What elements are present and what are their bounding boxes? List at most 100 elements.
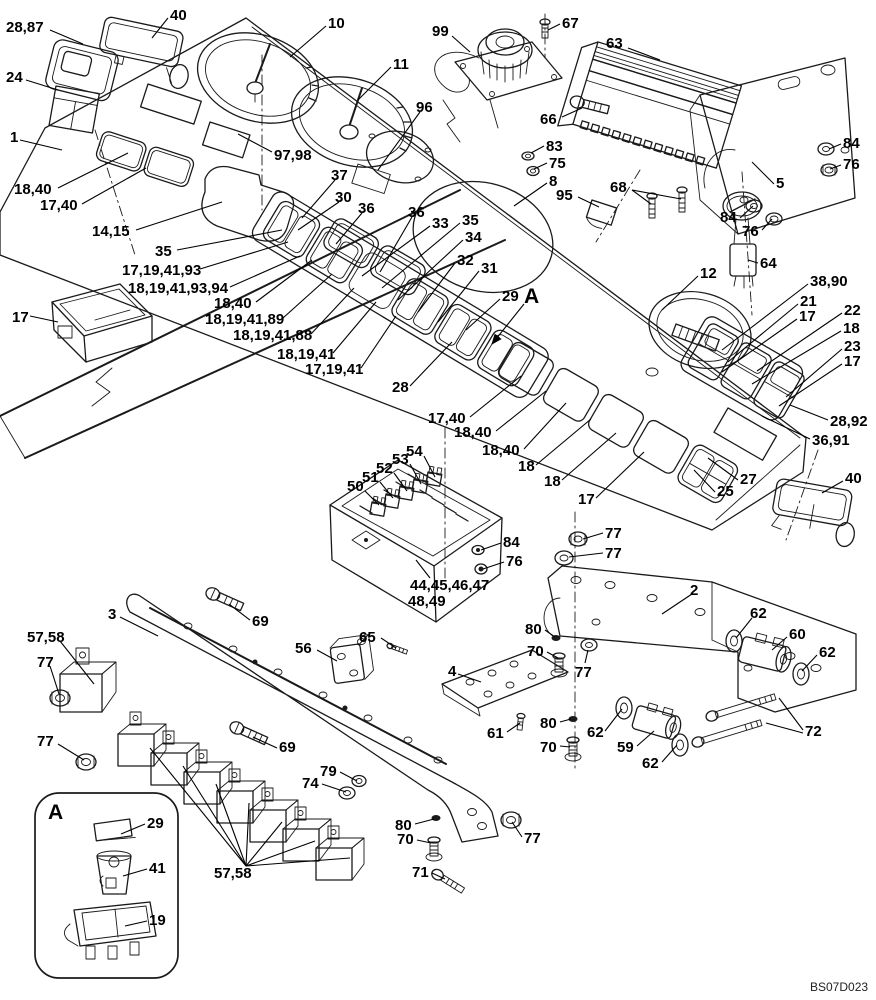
callout-99: 99	[432, 23, 449, 40]
leader-line	[761, 218, 773, 231]
callout-69: 69	[279, 739, 296, 756]
callout-30: 30	[335, 189, 352, 206]
callout-57-58: 57,58	[214, 865, 252, 882]
callout-18-40: 18,40	[454, 424, 492, 441]
leader-line	[661, 275, 699, 311]
leader-line	[29, 315, 59, 323]
inset-a-label: A	[48, 801, 64, 824]
leader-line	[727, 303, 799, 363]
leader-line	[756, 312, 843, 372]
callout-77: 77	[575, 664, 592, 681]
leader-line	[482, 561, 505, 570]
leader-line	[245, 821, 283, 867]
callout-36-91: 36,91	[812, 432, 850, 449]
gauge-11	[290, 76, 414, 168]
leader-line	[535, 418, 592, 466]
leader-line	[765, 722, 804, 734]
callout-38-90: 38,90	[810, 273, 848, 290]
callout-83: 83	[546, 138, 563, 155]
leader-line	[124, 920, 148, 927]
screws-68	[646, 186, 688, 219]
callout-22: 22	[844, 302, 861, 319]
leader-line	[335, 212, 363, 245]
cover-plate-97-98	[201, 121, 251, 159]
callout-69: 69	[252, 613, 269, 630]
inset-cover-29	[93, 818, 136, 842]
leader-line	[245, 802, 250, 867]
leader-line	[559, 718, 572, 723]
leader-line	[821, 480, 844, 494]
leader-line	[595, 451, 645, 499]
leader-line	[546, 651, 559, 659]
callout-17: 17	[844, 353, 861, 370]
nuts-77-bracket2	[554, 531, 598, 652]
leader-line	[119, 616, 159, 637]
callout-51: 51	[362, 469, 379, 486]
callout-37: 37	[331, 167, 348, 184]
mounting-rail-3	[126, 593, 499, 843]
leader-line	[693, 469, 716, 493]
callout-18-19-41-93-94: 18,19,41,93,94	[128, 280, 229, 297]
callout-77: 77	[524, 830, 541, 847]
callout-31: 31	[481, 260, 498, 277]
leader-line	[339, 771, 358, 782]
leader-line	[707, 457, 739, 481]
callout-11: 11	[393, 56, 409, 73]
leader-line	[511, 821, 523, 838]
callout-70: 70	[540, 739, 557, 756]
mount-bracket-5	[689, 57, 856, 235]
callout-68: 68	[610, 179, 627, 196]
plate-4	[441, 649, 569, 717]
leader-line	[57, 743, 85, 761]
leader-line	[297, 201, 340, 231]
callout-12: 12	[700, 265, 717, 282]
leader-line	[423, 455, 436, 478]
callout-64: 64	[760, 255, 777, 272]
leader-line	[289, 25, 327, 58]
pocket-17	[51, 283, 153, 363]
callout-62: 62	[587, 724, 604, 741]
callout-72: 72	[805, 723, 822, 740]
lower-cutout-row	[497, 341, 739, 504]
leader-line	[778, 363, 843, 407]
callout-41: 41	[149, 860, 166, 877]
callout-18: 18	[544, 473, 561, 490]
leader-line	[409, 341, 453, 387]
callout-61: 61	[487, 725, 504, 742]
leader-line	[57, 152, 129, 189]
callout-59: 59	[617, 739, 634, 756]
callout-65: 65	[359, 629, 376, 646]
speaker-opening	[412, 180, 554, 294]
leader-line	[561, 432, 617, 481]
leader-line	[49, 665, 60, 695]
callout-14-15: 14,15	[92, 223, 130, 240]
leader-line	[828, 143, 842, 150]
leader-line	[582, 532, 604, 540]
callout-17-40: 17,40	[40, 197, 78, 214]
nuts-77-left	[49, 689, 97, 771]
leader-line	[451, 35, 471, 53]
leader-line	[631, 189, 682, 200]
callout-17: 17	[799, 308, 816, 325]
leader-line	[182, 765, 247, 867]
callout-1: 1	[10, 129, 19, 146]
leader-line	[547, 23, 561, 31]
leader-line	[739, 205, 754, 219]
washer-84-nut-76-fusebox	[471, 544, 488, 575]
callout-71: 71	[412, 864, 429, 881]
bolt-66	[569, 95, 610, 115]
leader-line	[523, 402, 567, 450]
leader-line	[415, 559, 431, 579]
callout-34: 34	[465, 229, 482, 246]
leader-line	[364, 490, 380, 506]
callout-18-40: 18,40	[214, 295, 252, 312]
callout-62: 62	[642, 755, 659, 772]
callout-60: 60	[789, 626, 806, 643]
leader-line	[149, 747, 247, 867]
leader-line	[360, 315, 397, 369]
callout-48-49: 48,49	[408, 593, 446, 610]
callout-8: 8	[549, 173, 558, 190]
leader-line	[437, 270, 480, 323]
